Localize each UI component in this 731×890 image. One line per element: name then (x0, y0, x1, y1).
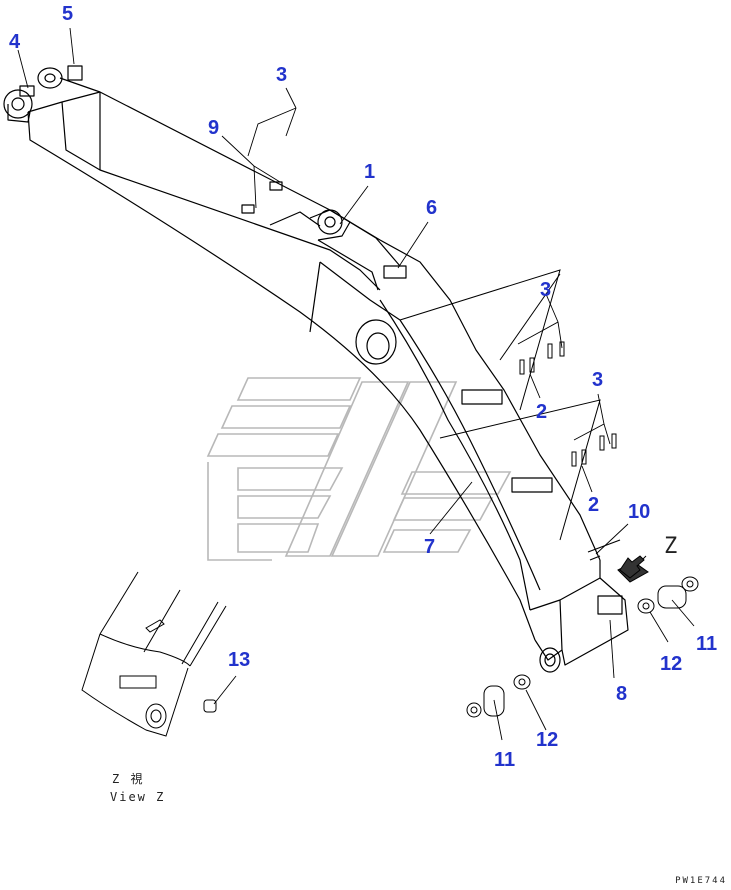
callout-11-bottom: 11 (494, 749, 516, 771)
leader-lines (17, 27, 695, 741)
callout-3-top: 3 (276, 64, 288, 86)
view-z-label-jp: Z 視 (112, 772, 145, 786)
view-z-inset (81, 571, 227, 737)
callout-11-right: 11 (696, 633, 718, 655)
callout-8: 8 (616, 683, 628, 705)
watermark-logo (206, 377, 512, 561)
pipe-lines (399, 269, 601, 541)
callout-1: 1 (364, 161, 376, 183)
callout-5: 5 (62, 3, 74, 25)
callout-12-bottom: 12 (536, 729, 559, 751)
view-direction-letter: Z (664, 534, 678, 559)
callout-4: 4 (9, 31, 21, 53)
document-code: PW1E744 (675, 876, 727, 886)
view-arrow (619, 555, 645, 579)
callout-13: 13 (228, 649, 251, 671)
callout-7: 7 (424, 536, 436, 558)
callout-12-right: 12 (660, 653, 683, 675)
callout-3-middle: 3 (540, 279, 552, 301)
callout-2-lower: 2 (588, 494, 600, 516)
boom-drawing (3, 65, 629, 673)
callout-10: 10 (628, 501, 651, 523)
callout-6: 6 (426, 197, 438, 219)
callout-2-upper: 2 (536, 401, 548, 423)
view-z-label-en: View Z (110, 790, 166, 804)
callout-9: 9 (208, 117, 220, 139)
callout-3-lower: 3 (592, 369, 604, 391)
